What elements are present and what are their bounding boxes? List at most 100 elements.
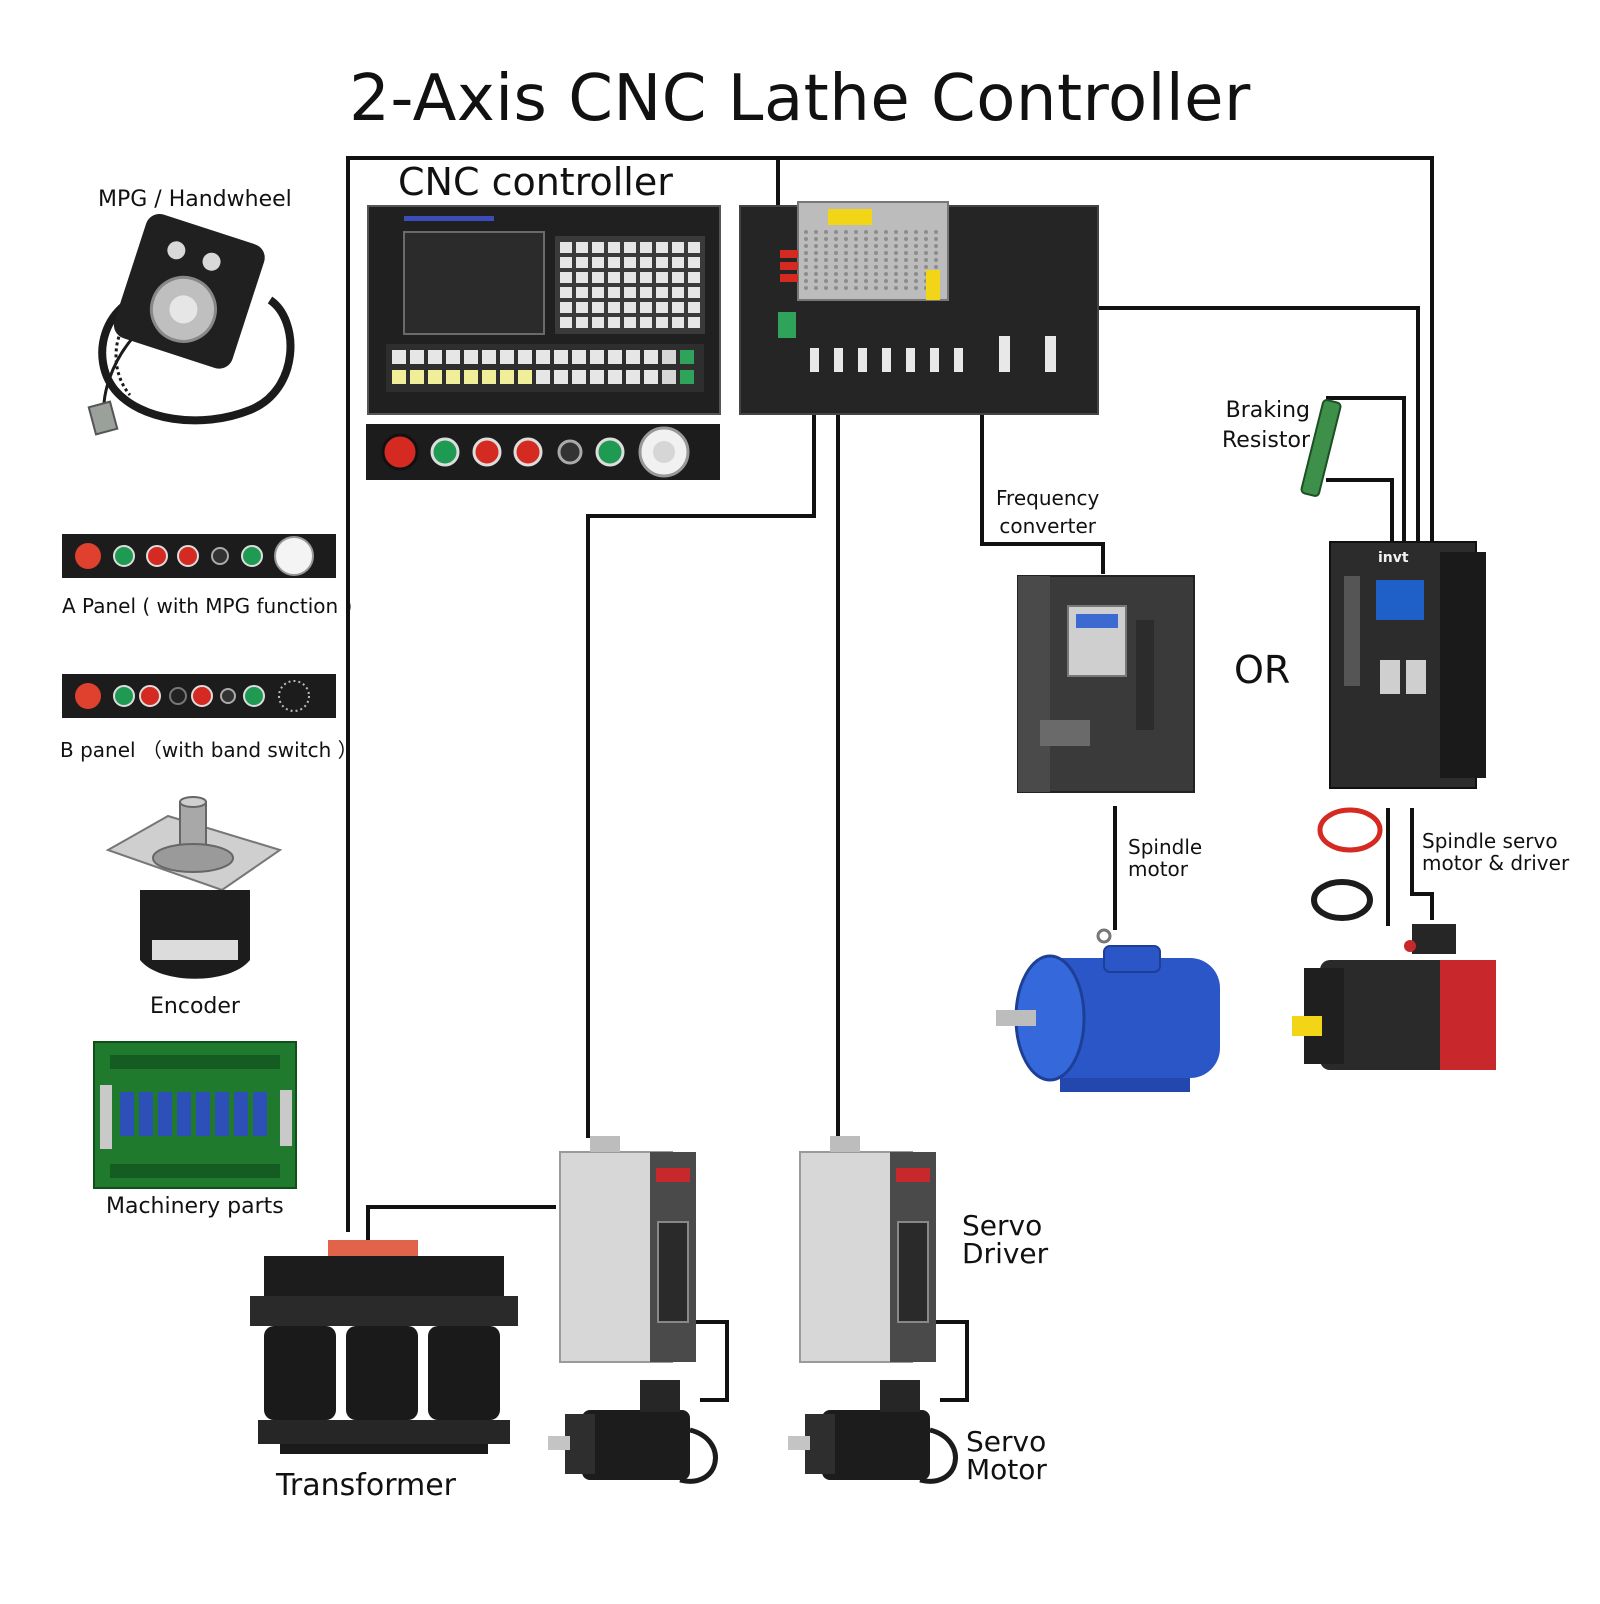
cnc-function-key bbox=[608, 350, 622, 364]
psu-vent bbox=[814, 251, 818, 255]
label-b-panel: B panel （with band switch ） bbox=[60, 738, 358, 762]
cnc-key bbox=[608, 242, 620, 253]
cnc-function-key bbox=[680, 350, 694, 364]
cnc-key bbox=[656, 257, 668, 268]
psu-vent bbox=[894, 244, 898, 248]
psu-vent bbox=[914, 230, 918, 234]
psu-vent bbox=[824, 272, 828, 276]
psu-vent bbox=[894, 230, 898, 234]
psu-vent bbox=[874, 230, 878, 234]
relay bbox=[158, 1092, 172, 1136]
label-frequency-converter: Frequency converter bbox=[996, 484, 1099, 540]
servo-motor-icon bbox=[548, 1380, 718, 1484]
psu-vent bbox=[844, 251, 848, 255]
label-servo-motor: Servo Motor bbox=[966, 1428, 1047, 1484]
io-connector bbox=[954, 348, 963, 372]
psu-vent bbox=[914, 251, 918, 255]
psu-vent bbox=[884, 279, 888, 283]
label-spindle-motor-line2: motor bbox=[1128, 857, 1189, 881]
psu-vent bbox=[844, 279, 848, 283]
psu-vent bbox=[904, 237, 908, 241]
psu-vent bbox=[854, 230, 858, 234]
label-braking-resistor: Braking Resistor bbox=[1222, 396, 1310, 456]
cnc-key bbox=[608, 257, 620, 268]
cnc-key bbox=[576, 287, 588, 298]
label-transformer: Transformer bbox=[276, 1468, 457, 1503]
psu-vent bbox=[814, 230, 818, 234]
cnc-key bbox=[624, 317, 636, 328]
label-encoder: Encoder bbox=[150, 994, 240, 1019]
cnc-function-key bbox=[680, 370, 694, 384]
psu-vent bbox=[834, 279, 838, 283]
cnc-screen bbox=[403, 231, 545, 335]
cable-coils bbox=[1311, 807, 1383, 921]
vfd-icon bbox=[1017, 575, 1195, 793]
io-connectors bbox=[810, 336, 1056, 372]
relay bbox=[234, 1092, 248, 1136]
psu-vent bbox=[934, 244, 938, 248]
psu-vent bbox=[914, 286, 918, 290]
encoder-icon bbox=[105, 796, 283, 979]
label-servo-driver-line2: Driver bbox=[962, 1237, 1049, 1270]
cnc-key bbox=[672, 302, 684, 313]
psu-vent bbox=[844, 272, 848, 276]
label-servo-motor-line1: Servo bbox=[966, 1425, 1047, 1458]
psu-vent bbox=[884, 251, 888, 255]
label-spindle-servo: Spindle servo motor & driver bbox=[1422, 830, 1569, 874]
label-or: OR bbox=[1234, 648, 1291, 692]
relay bbox=[120, 1092, 134, 1136]
cnc-key bbox=[560, 317, 572, 328]
cnc-function-key bbox=[536, 350, 550, 364]
relay bbox=[177, 1092, 191, 1136]
cnc-key bbox=[656, 317, 668, 328]
wire-braking-top bbox=[1326, 396, 1406, 548]
label-braking-line2: Resistor bbox=[1222, 428, 1310, 453]
psu-vent bbox=[864, 258, 868, 262]
psu-vent bbox=[834, 265, 838, 269]
cnc-function-key bbox=[572, 350, 586, 364]
psu-vent bbox=[914, 279, 918, 283]
psu-vent bbox=[874, 251, 878, 255]
cnc-key bbox=[624, 242, 636, 253]
psu-vent bbox=[804, 230, 808, 234]
io-connector bbox=[1045, 336, 1056, 372]
cnc-key bbox=[656, 302, 668, 313]
cnc-key bbox=[688, 302, 700, 313]
cnc-key bbox=[640, 242, 652, 253]
cnc-key bbox=[608, 317, 620, 328]
psu-vent bbox=[834, 237, 838, 241]
psu-vent bbox=[854, 244, 858, 248]
psu-vent bbox=[824, 286, 828, 290]
psu-vent bbox=[824, 230, 828, 234]
braking-resistor-icon bbox=[1300, 399, 1342, 497]
psu-vent bbox=[924, 251, 928, 255]
cnc-function-key bbox=[662, 370, 676, 384]
cnc-key bbox=[688, 257, 700, 268]
psu-vent bbox=[904, 244, 908, 248]
psu-vent bbox=[874, 244, 878, 248]
cnc-key bbox=[640, 287, 652, 298]
psu-vent bbox=[874, 258, 878, 262]
psu-vent bbox=[864, 265, 868, 269]
estop-button bbox=[381, 433, 419, 471]
psu-vent bbox=[804, 244, 808, 248]
psu-vent bbox=[914, 244, 918, 248]
psu-vent bbox=[834, 230, 838, 234]
psu-vent bbox=[874, 237, 878, 241]
cnc-key bbox=[608, 272, 620, 283]
psu-vent bbox=[854, 272, 858, 276]
servo-driver-icon bbox=[559, 1136, 696, 1363]
relay bbox=[253, 1092, 267, 1136]
psu-vent bbox=[854, 286, 858, 290]
psu-vent bbox=[894, 272, 898, 276]
psu-vent bbox=[904, 279, 908, 283]
cnc-keys bbox=[560, 242, 700, 328]
psu-vent bbox=[884, 230, 888, 234]
spindle-motor-icon bbox=[996, 928, 1220, 1092]
psu-vent bbox=[824, 258, 828, 262]
psu-vent bbox=[854, 258, 858, 262]
psu-vent bbox=[804, 286, 808, 290]
wire-braking-bottom bbox=[1326, 478, 1394, 548]
psu-vent bbox=[904, 286, 908, 290]
power-supply-icon bbox=[780, 201, 949, 301]
